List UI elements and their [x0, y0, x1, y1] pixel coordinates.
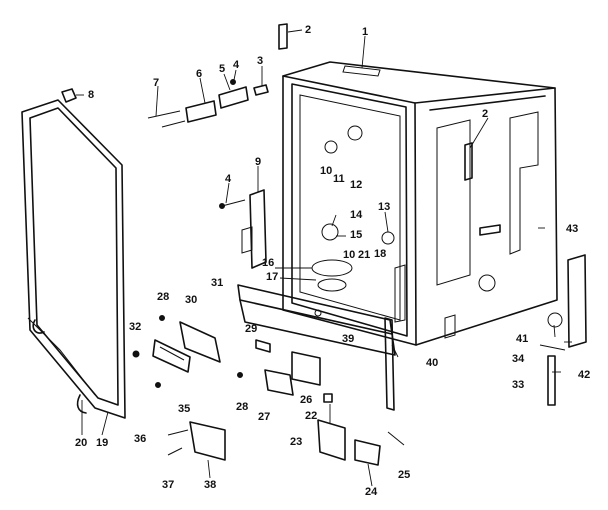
callout-2-top: 2	[305, 24, 311, 36]
callout-26: 26	[300, 394, 312, 406]
callout-20: 20	[75, 437, 87, 449]
callout-16: 16	[262, 257, 274, 269]
callout-40: 40	[426, 357, 438, 369]
tub-assembly	[282, 61, 563, 346]
side-bracket	[241, 189, 267, 269]
callout-41: 41	[516, 333, 528, 345]
door-gasket	[21, 88, 126, 419]
lower-parts	[132, 254, 587, 466]
callout-12: 12	[350, 179, 362, 191]
callout-33: 33	[512, 379, 524, 391]
callout-3: 3	[257, 55, 263, 67]
callout-13: 13	[378, 201, 390, 213]
callout-23: 23	[290, 436, 302, 448]
callout-36: 36	[134, 433, 146, 445]
callout-34: 34	[512, 353, 525, 365]
callout-43: 43	[566, 223, 578, 235]
callout-1: 1	[362, 26, 368, 38]
callout-27: 27	[258, 411, 270, 423]
callout-7: 7	[153, 77, 159, 89]
callout-38: 38	[204, 479, 216, 491]
callout-2-side: 2	[482, 108, 488, 120]
callout-4-left: 4	[225, 173, 232, 185]
callout-19: 19	[96, 437, 108, 449]
callout-28-upper: 28	[157, 291, 169, 303]
callout-labels: 1 2 2 3 4 4 5 6 7 8 9 10 10 11 12 13 14 …	[75, 24, 590, 498]
callout-8: 8	[88, 89, 94, 101]
callout-14: 14	[350, 209, 363, 221]
callout-18: 18	[374, 248, 386, 260]
callout-29: 29	[245, 323, 257, 335]
callout-24: 24	[365, 486, 378, 498]
callout-31: 31	[211, 277, 223, 289]
callout-4-top: 4	[233, 59, 240, 71]
callout-10-upper: 10	[320, 165, 332, 177]
callout-25: 25	[398, 469, 410, 481]
callout-35: 35	[178, 403, 190, 415]
callout-32: 32	[129, 321, 141, 333]
callout-30: 30	[185, 294, 197, 306]
callout-10-lower: 10	[343, 249, 355, 261]
callout-21: 21	[358, 249, 370, 261]
callout-9: 9	[255, 156, 261, 168]
hinge-parts	[147, 23, 288, 209]
callout-11: 11	[333, 173, 345, 185]
callout-42: 42	[578, 369, 590, 381]
callout-28-lower: 28	[236, 401, 248, 413]
bottom-rail	[237, 284, 396, 411]
callout-37: 37	[162, 479, 174, 491]
callout-39: 39	[342, 333, 354, 345]
callout-6: 6	[196, 68, 202, 80]
callout-22: 22	[305, 410, 317, 422]
leader-lines	[76, 29, 572, 487]
callout-5: 5	[219, 63, 225, 75]
callout-17: 17	[266, 271, 278, 283]
callout-15: 15	[350, 229, 362, 241]
